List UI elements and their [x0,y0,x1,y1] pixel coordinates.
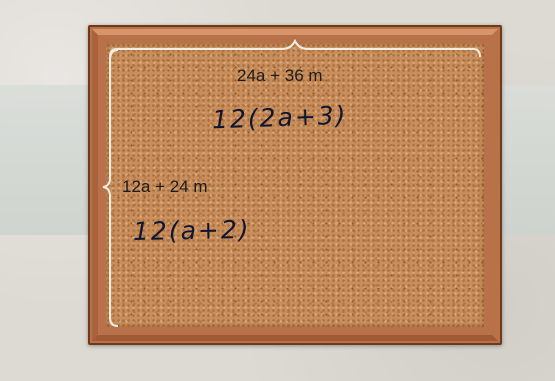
cork-surface [106,43,484,327]
side-brace [102,49,119,327]
top-dimension-label: 24a + 36 m [237,66,323,85]
top-handwritten-answer: 12(2a+3) [211,100,348,135]
side-dimension-label: 12a + 24 m [122,177,208,196]
side-handwritten-answer: 12(a+2) [132,214,251,247]
top-brace [109,38,481,58]
